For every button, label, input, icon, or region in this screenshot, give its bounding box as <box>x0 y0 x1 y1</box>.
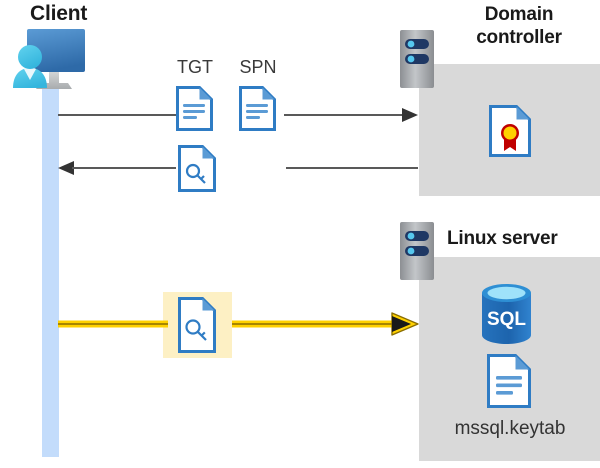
message-response-arrow <box>58 158 418 178</box>
domain-controller-label: Domain controller <box>444 3 594 49</box>
message-ticket-presented-arrow <box>58 312 419 336</box>
keytab-file-icon <box>487 354 531 408</box>
keytab-filename-label: mssql.keytab <box>454 418 566 439</box>
tgt-label: TGT <box>177 57 213 77</box>
sql-database-icon: SQL <box>480 283 533 345</box>
domain-controller-label-line2: controller <box>476 27 562 48</box>
domain-controller-server-icon <box>400 30 434 88</box>
message-request-arrow <box>58 105 418 125</box>
sql-label: SQL <box>487 309 526 330</box>
service-ticket-icon <box>178 145 216 192</box>
certificate-icon <box>489 105 531 157</box>
client-lifeline <box>42 88 59 457</box>
service-ticket-icon-presented <box>178 297 216 353</box>
domain-controller-label-line1: Domain <box>484 4 554 25</box>
spn-document-icon <box>239 86 276 131</box>
linux-server-label: Linux server <box>447 228 558 249</box>
client-label: Client <box>30 2 88 25</box>
tgt-document-icon <box>176 86 213 131</box>
spn-label: SPN <box>239 57 277 77</box>
linux-server-server-icon <box>400 222 434 280</box>
client-icon <box>5 24 95 96</box>
